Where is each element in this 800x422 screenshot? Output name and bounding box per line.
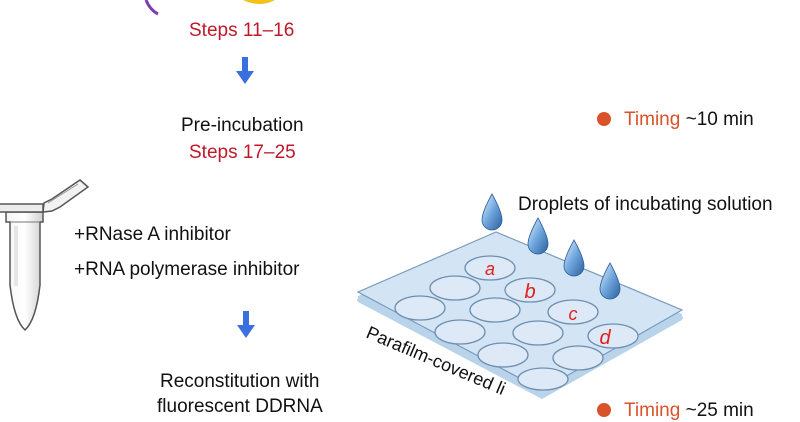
well-plate-icon bbox=[356, 231, 684, 399]
pre-incubation-label: Pre-incubation bbox=[181, 115, 304, 136]
timing-value: ~25 min bbox=[685, 400, 754, 421]
timing-label: Timing bbox=[624, 400, 681, 421]
arrow-down-icon bbox=[236, 57, 254, 84]
yellow-blob-fragment bbox=[243, 0, 275, 4]
timing-value: ~10 min bbox=[685, 109, 754, 130]
timing-25-min: Timing ~25 min bbox=[624, 400, 754, 422]
droplet-icon bbox=[599, 262, 621, 300]
timing-10-min: Timing ~10 min bbox=[624, 109, 754, 131]
timing-dot-icon bbox=[597, 403, 611, 417]
rnase-inhibitor-label: +RNase A inhibitor bbox=[74, 224, 231, 245]
well-label-b: b bbox=[524, 281, 535, 303]
timing-label: Timing bbox=[624, 109, 681, 130]
well-label-c: c bbox=[569, 304, 578, 324]
rna-polymerase-inhibitor-label: +RNA polymerase inhibitor bbox=[74, 259, 300, 280]
well-label-d: d bbox=[599, 327, 611, 349]
arrow-down-icon bbox=[237, 311, 255, 338]
well-label-a: a bbox=[485, 259, 495, 279]
timing-dot-icon bbox=[597, 112, 611, 126]
droplet-icon bbox=[527, 217, 549, 255]
reconstitution-label-line2: fluorescent DDRNA bbox=[157, 396, 323, 417]
droplet-icon bbox=[481, 193, 503, 231]
droplets-label: Droplets of incubating solution bbox=[518, 194, 773, 215]
droplet-icon bbox=[563, 239, 585, 277]
steps-11-16-label: Steps 11–16 bbox=[189, 20, 295, 41]
reconstitution-label-line1: Reconstitution with bbox=[160, 371, 320, 392]
microtube-icon bbox=[0, 179, 90, 332]
purple-curve-fragment bbox=[144, 0, 159, 16]
steps-17-25-label: Steps 17–25 bbox=[189, 142, 296, 163]
